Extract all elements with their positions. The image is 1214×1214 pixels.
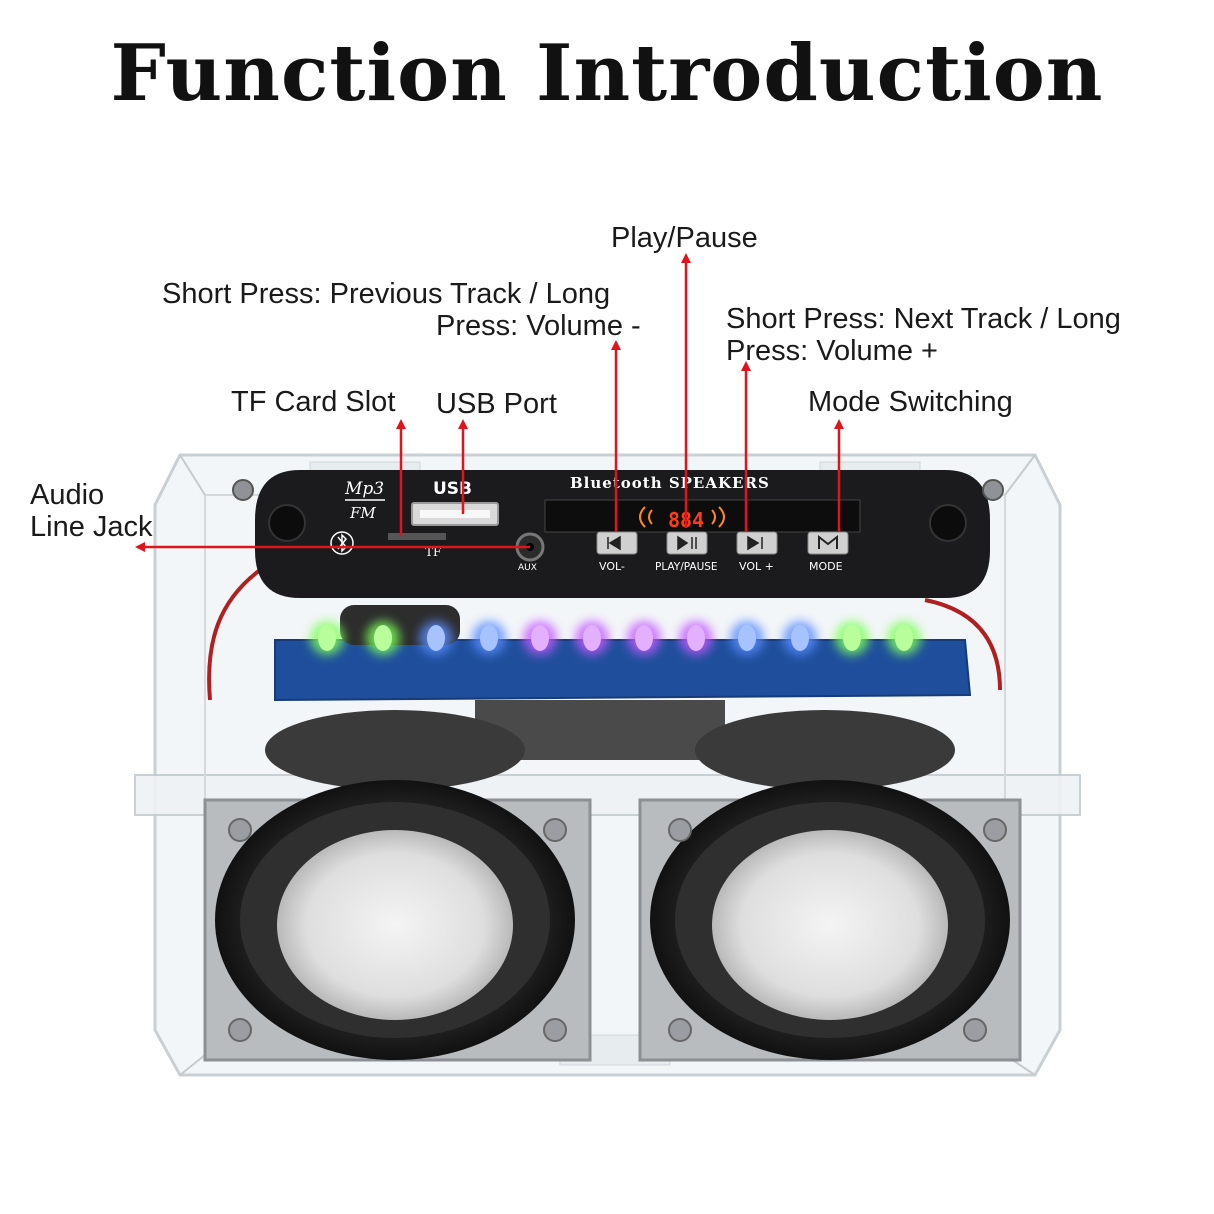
play-pause-button[interactable]: PLAY/PAUSE [655, 531, 718, 573]
brand-fm-label: FM [349, 504, 376, 522]
callout-usb-port: USB Port [436, 388, 557, 420]
mode-icon [818, 534, 838, 549]
display-window [544, 499, 861, 533]
callout-play-pause: Play/Pause [611, 222, 758, 254]
callout-aux-line2: Line Jack [30, 511, 153, 543]
vol-plus-button[interactable]: VOL + [736, 531, 778, 573]
vol-minus-button[interactable]: VOL- [596, 531, 638, 573]
brand-mp3-label: Mp3 [344, 479, 384, 499]
callout-tf-card: TF Card Slot [231, 386, 396, 418]
bluetooth-icon [330, 531, 354, 555]
callout-next-line2: Press: Volume + [726, 335, 938, 367]
mode-button[interactable]: MODE [807, 531, 849, 573]
right-speaker [638, 710, 1022, 1062]
previous-track-icon [607, 535, 621, 551]
callout-aux-line1: Audio [30, 479, 105, 511]
page-title: Function Introduction [110, 28, 1104, 119]
callout-prev-line2: Press: Volume - [436, 310, 641, 342]
play-pause-label: PLAY/PAUSE [655, 561, 718, 573]
callout-arrows [135, 253, 844, 552]
vol-minus-label: VOL- [599, 560, 625, 573]
led-row [310, 621, 921, 655]
tf-label: TF [425, 545, 441, 559]
mode-label: MODE [809, 560, 843, 573]
callout-mode-switching: Mode Switching [808, 386, 1013, 418]
vol-plus-label: VOL + [739, 560, 774, 573]
callout-next-line1: Short Press: Next Track / Long [726, 303, 1121, 335]
next-track-icon [747, 535, 763, 551]
usb-text-label: USB [433, 479, 472, 499]
play-pause-icon [677, 535, 697, 551]
tf-card-slot [388, 533, 446, 540]
aux-label: AUX [518, 563, 537, 573]
left-speaker [203, 710, 592, 1062]
control-panel: Mp3 FM USB TF AUX Bluetooth SPEAKERS 884… [232, 470, 1004, 598]
panel-title: Bluetooth SPEAKERS [570, 474, 770, 492]
callout-prev-line1: Short Press: Previous Track / Long [162, 278, 611, 310]
